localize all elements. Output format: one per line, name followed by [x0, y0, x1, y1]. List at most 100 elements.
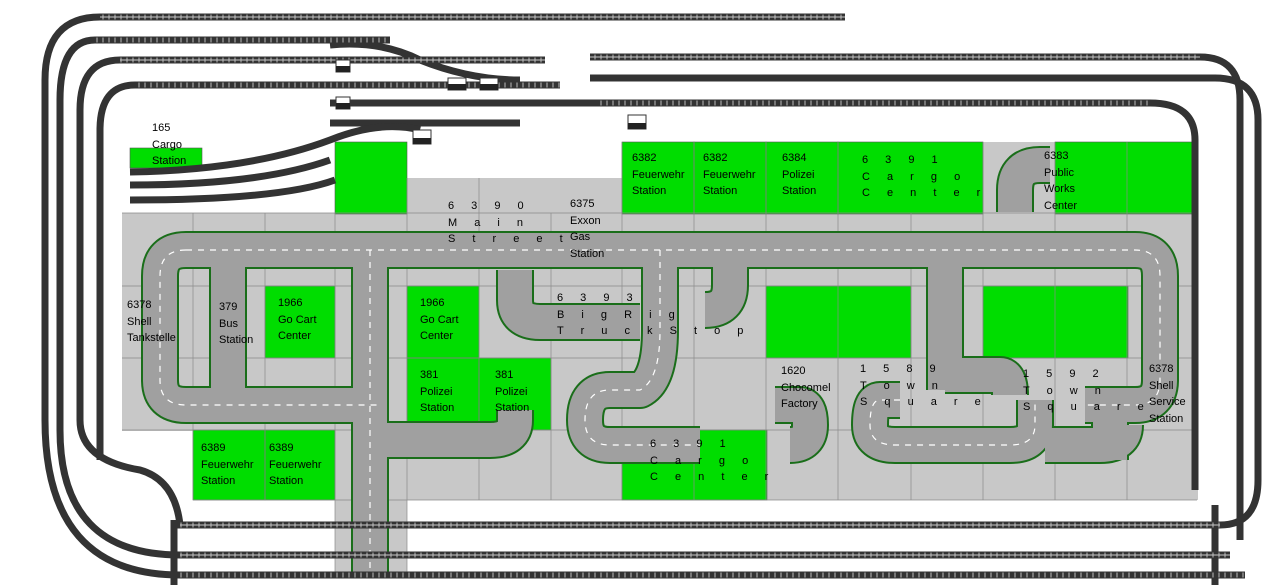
label-line: Station	[152, 155, 187, 167]
railway-tracks	[41, 13, 1262, 585]
label-line: Center	[420, 330, 454, 342]
label-line: Station	[201, 475, 236, 487]
label-line: T o w n	[860, 379, 945, 392]
label-line: Center	[278, 330, 312, 342]
label-line: 6382	[632, 152, 657, 164]
plate-1966a	[264, 285, 336, 359]
label-line: Chocomel	[781, 381, 831, 394]
label-line: 1620	[781, 365, 806, 377]
label-line: 1966	[278, 297, 303, 309]
label-line: S q u a r e	[1023, 401, 1151, 413]
label-line: C a r g o	[862, 170, 968, 183]
label-line: 6382	[703, 152, 728, 164]
label-line: S t r e e t	[448, 233, 570, 245]
label-line: Exxon	[570, 214, 601, 227]
label-line: Shell	[127, 315, 152, 328]
label-line: 381	[495, 369, 514, 381]
label-line: Bus	[219, 317, 238, 330]
plate-1966b	[406, 285, 480, 359]
label-line: Feuerwehr	[201, 458, 254, 471]
label-line: Feuerwehr	[269, 458, 322, 471]
label-6391-cargo-center-top: 6 3 9 1 C a r g o C e n t e r	[862, 152, 987, 202]
label-line: Center	[1044, 199, 1078, 212]
label-line: 6378	[127, 299, 152, 311]
label-1589-town-square: 1 5 8 9 T o w n S q u a r e	[860, 361, 988, 411]
label-line: Station	[420, 402, 455, 414]
label-line: 6375	[570, 198, 595, 210]
label-line: Station	[269, 475, 304, 487]
label-line: 1966	[420, 297, 445, 309]
green-building-plates	[129, 141, 1198, 501]
plate-6389a	[192, 429, 266, 501]
plate-mid-2	[982, 285, 1129, 359]
label-line: C e n t e r	[862, 187, 988, 199]
plate-6389b	[264, 429, 336, 501]
label-line: 6383	[1044, 150, 1069, 162]
label-line: 6 3 9 1	[650, 438, 733, 450]
label-line: Tankstelle	[127, 332, 176, 344]
label-line: Station	[495, 402, 530, 414]
label-line: 6 3 9 0	[448, 200, 531, 212]
label-line: Public	[1044, 166, 1074, 179]
label-line: Cargo	[152, 138, 182, 151]
label-line: Polizei	[495, 385, 528, 398]
label-line: 1 5 8 9	[860, 363, 943, 375]
label-1592-town-square: 1 5 9 2 T o w n S q u a r e	[1023, 366, 1151, 416]
label-line: 165	[152, 122, 171, 134]
label-line: 6389	[201, 442, 226, 454]
road-network	[141, 146, 1179, 572]
plate-6382a	[621, 141, 695, 215]
plate-6383	[1054, 141, 1198, 215]
label-line: Station	[219, 334, 254, 346]
label-line: Polizei	[782, 168, 815, 181]
label-line: Shell	[1149, 379, 1174, 392]
label-line: T o w n	[1023, 384, 1108, 397]
label-line: 381	[420, 369, 439, 381]
label-line: Feuerwehr	[703, 168, 756, 181]
plate-mid-1	[765, 285, 912, 359]
label-line: Gas	[570, 231, 591, 243]
label-line: Go Cart	[278, 313, 317, 326]
label-line: C e n t e r	[650, 471, 776, 483]
label-line: Station	[703, 185, 738, 197]
label-line: 6 3 9 1	[862, 154, 945, 166]
label-line: Go Cart	[420, 313, 459, 326]
label-line: Station	[570, 247, 605, 260]
label-line: Polizei	[420, 385, 453, 398]
label-line: T r u c k S t o p	[557, 325, 751, 337]
label-line: Station	[782, 185, 817, 197]
plate-6384	[765, 141, 839, 215]
label-line: Service	[1149, 396, 1186, 408]
label-line: 6378	[1149, 363, 1174, 375]
label-line: S q u a r e	[860, 396, 988, 408]
plate-top-center	[334, 141, 408, 215]
label-line: 6389	[269, 442, 294, 454]
label-line: 6 3 9 3	[557, 292, 640, 304]
label-6390-main-street: 6 3 9 0 M a i n S t r e e t	[448, 198, 570, 248]
plate-6382b	[693, 141, 767, 215]
label-line: Feuerwehr	[632, 168, 685, 181]
label-line: Station	[1149, 412, 1184, 425]
label-line: 1 5 9 2	[1023, 368, 1106, 380]
label-line: Station	[632, 185, 667, 197]
label-line: M a i n	[448, 216, 531, 229]
label-line: 379	[219, 301, 238, 313]
